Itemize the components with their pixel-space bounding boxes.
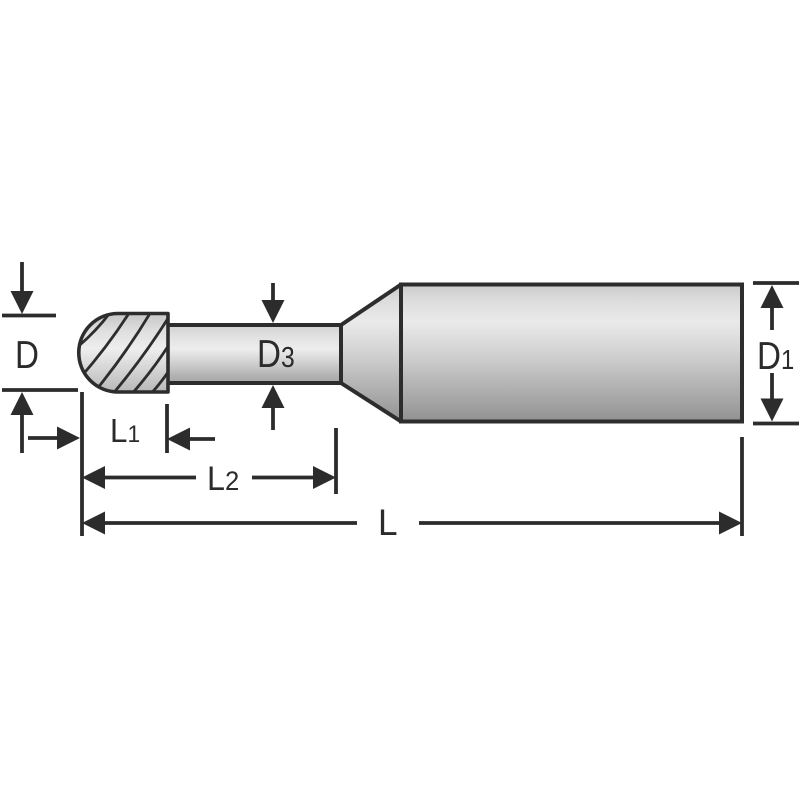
dim-L: [82, 437, 744, 536]
dim-L2: [82, 428, 338, 494]
dim-L-label: L: [378, 501, 398, 543]
dim-D1-arrow-down-head: [760, 398, 784, 422]
tool-body: [76, 282, 744, 424]
dim-L-arrow-right-head: [719, 511, 742, 535]
dim-D-arrow-down-head: [10, 291, 34, 314]
neck: [168, 323, 343, 385]
dim-L1: [80, 392, 215, 536]
dim-D1-label: D1: [757, 333, 794, 377]
dim-D-arrow-up-head: [10, 392, 34, 415]
dim-L1-label: L1: [110, 412, 140, 449]
dim-D3-label: D3: [257, 331, 295, 375]
shank: [399, 282, 744, 424]
taper: [339, 282, 403, 424]
dim-L2-arrow-left-head: [82, 466, 105, 489]
dim-D3-arrow-up-head: [261, 385, 285, 408]
dim-D3-arrow-down-head: [261, 300, 285, 323]
dim-L-arrow-left-head: [82, 511, 105, 535]
dim-D1-arrow-up-head: [760, 285, 784, 308]
flute-hatching: [78, 313, 168, 392]
dim-D3: [261, 283, 285, 430]
dim-D: [2, 262, 80, 453]
dim-L2-arrow-right-head: [313, 466, 336, 489]
tip-pointer-head: [57, 426, 80, 450]
dim-L2-label: L2: [207, 460, 239, 498]
dim-L1-arrow-left-head: [167, 427, 190, 451]
dim-D-label: D: [15, 332, 39, 376]
dim-D1: [753, 281, 799, 426]
